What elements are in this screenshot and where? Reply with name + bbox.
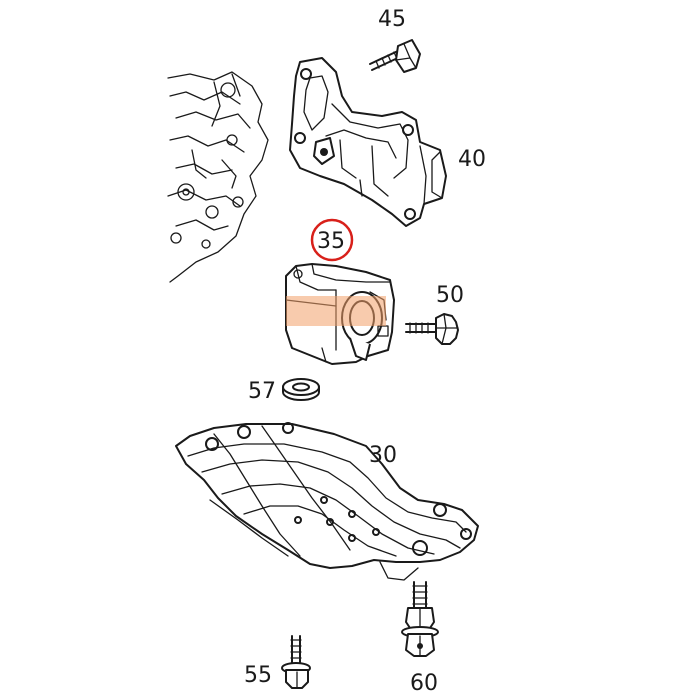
bracket-40-icon: [289, 57, 447, 227]
label-57: 57: [248, 379, 276, 404]
bolt-45-icon: [369, 39, 421, 73]
bolt-55-icon: [281, 635, 311, 689]
crossmember-30-icon: [175, 422, 479, 581]
watermark: [286, 296, 386, 326]
washer-57-icon: [282, 378, 320, 401]
label-30: 30: [369, 443, 397, 468]
label-50: 50: [436, 283, 464, 308]
transmission-housing: [167, 71, 269, 283]
label-55: 55: [244, 663, 272, 688]
label-40: 40: [458, 147, 486, 172]
label-35: 35: [317, 229, 345, 254]
label-60: 60: [410, 671, 438, 696]
highlight-circle: [310, 218, 354, 262]
label-45: 45: [378, 7, 406, 32]
bolt-50-icon: [405, 313, 459, 345]
bolt-60-icon: [401, 581, 439, 657]
